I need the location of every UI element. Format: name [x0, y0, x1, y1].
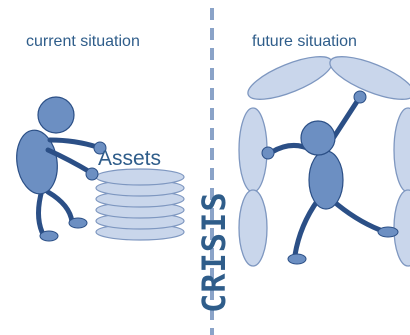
- current-person-figure: [16, 96, 107, 242]
- future-situation-label: future situation: [252, 33, 357, 50]
- future-person-figure: [261, 90, 399, 265]
- crisis-label: CRISIS: [195, 191, 233, 313]
- current-situation-label: current situation: [26, 33, 140, 50]
- assets-coin-stack: [95, 168, 185, 241]
- assets-label: Assets: [98, 147, 162, 170]
